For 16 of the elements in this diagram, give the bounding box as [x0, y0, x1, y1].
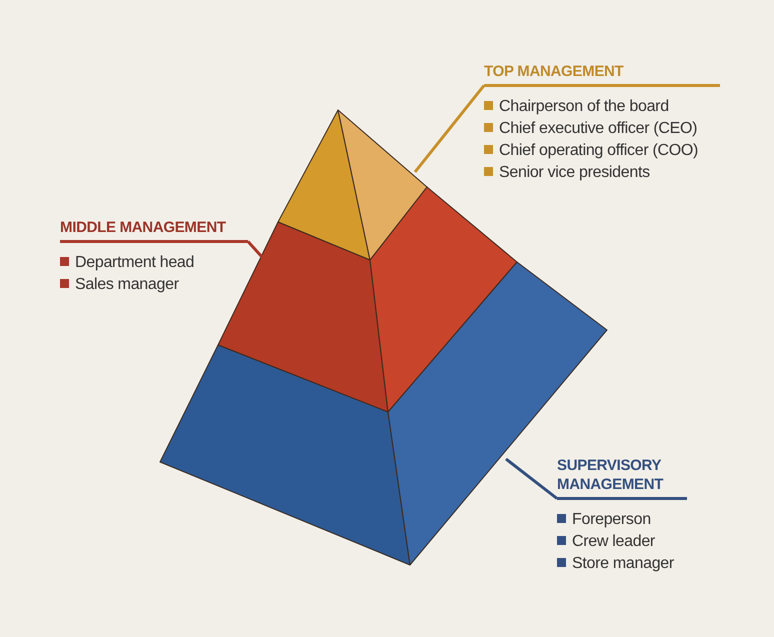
- leader-line: [414, 84, 486, 173]
- leader-line: [505, 458, 558, 500]
- callout-heading: TOP MANAGEMENT: [484, 62, 720, 87]
- bullet-item: Crew leader: [557, 531, 687, 553]
- bullet-item: Department head: [60, 252, 248, 274]
- bullet-item: Sales manager: [60, 274, 248, 296]
- leader-line: [246, 240, 264, 258]
- bullet-item: Senior vice presidents: [484, 162, 720, 184]
- bullet-item: Store manager: [557, 553, 687, 575]
- bullet-item: Foreperson: [557, 509, 687, 531]
- bullet-item: Chief executive officer (CEO): [484, 118, 720, 140]
- pyramid-top-tier: [278, 110, 428, 260]
- callout-heading: MIDDLE MANAGEMENT: [60, 218, 248, 243]
- callout-heading: SUPERVISORY MANAGEMENT: [557, 456, 687, 500]
- bullet-item: Chief operating officer (COO): [484, 140, 720, 162]
- bullet-item: Chairperson of the board: [484, 96, 720, 118]
